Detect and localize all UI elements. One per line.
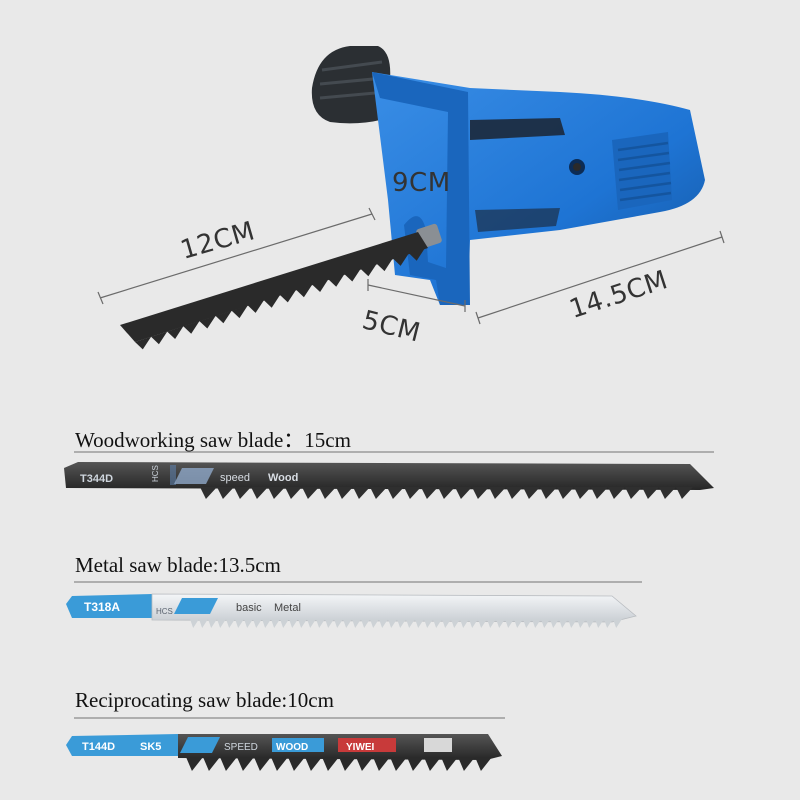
blade3-brand: YIWEI [346, 742, 375, 753]
barcode [424, 738, 452, 752]
metal-blade [66, 581, 642, 628]
dim-label-height: 9CM [392, 168, 451, 198]
blade2-code: T318A [84, 600, 120, 614]
dimension-lines [97, 207, 725, 325]
caption-woodworking-blade: Woodworking saw blade：15cm [75, 428, 351, 452]
dim-line-5cm [367, 284, 466, 307]
dim-line-12cm [99, 213, 373, 299]
blade-body [64, 462, 714, 490]
blade-teeth [186, 757, 492, 771]
dim-line-14cm [477, 236, 723, 319]
woodworking-blade [64, 451, 714, 499]
mounted-blade [120, 232, 428, 350]
blade3-print-word: WOOD [276, 742, 308, 753]
blade1-print: speed [220, 472, 250, 484]
blade1-steel: HCS [151, 465, 160, 482]
caption-reciprocating-blade: Reciprocating saw blade:10cm [75, 688, 334, 712]
grip-ridges [612, 132, 672, 210]
reciprocating-blade [66, 717, 505, 771]
blade-body [151, 593, 637, 623]
blade-teeth [190, 619, 622, 628]
front-plate [372, 72, 470, 305]
blade1-code: T344D [80, 473, 113, 485]
blade1-print-word: Wood [268, 472, 298, 484]
saw-attachment [120, 46, 705, 350]
blade3-print: SPEED [224, 742, 258, 753]
caption-metal-blade: Metal saw blade:13.5cm [75, 553, 281, 577]
blade-teeth [200, 487, 693, 499]
blade2-print: basic [236, 602, 262, 614]
blade-tag [66, 594, 154, 618]
blade3-code: T144D [82, 741, 115, 753]
blade-tag [66, 734, 180, 756]
blade2-print-word: Metal [274, 602, 301, 614]
blade2-steel: HCS [156, 607, 173, 616]
brand-tag [338, 738, 396, 752]
blade3-steel: SK5 [140, 741, 161, 753]
rear-handle [311, 46, 391, 124]
